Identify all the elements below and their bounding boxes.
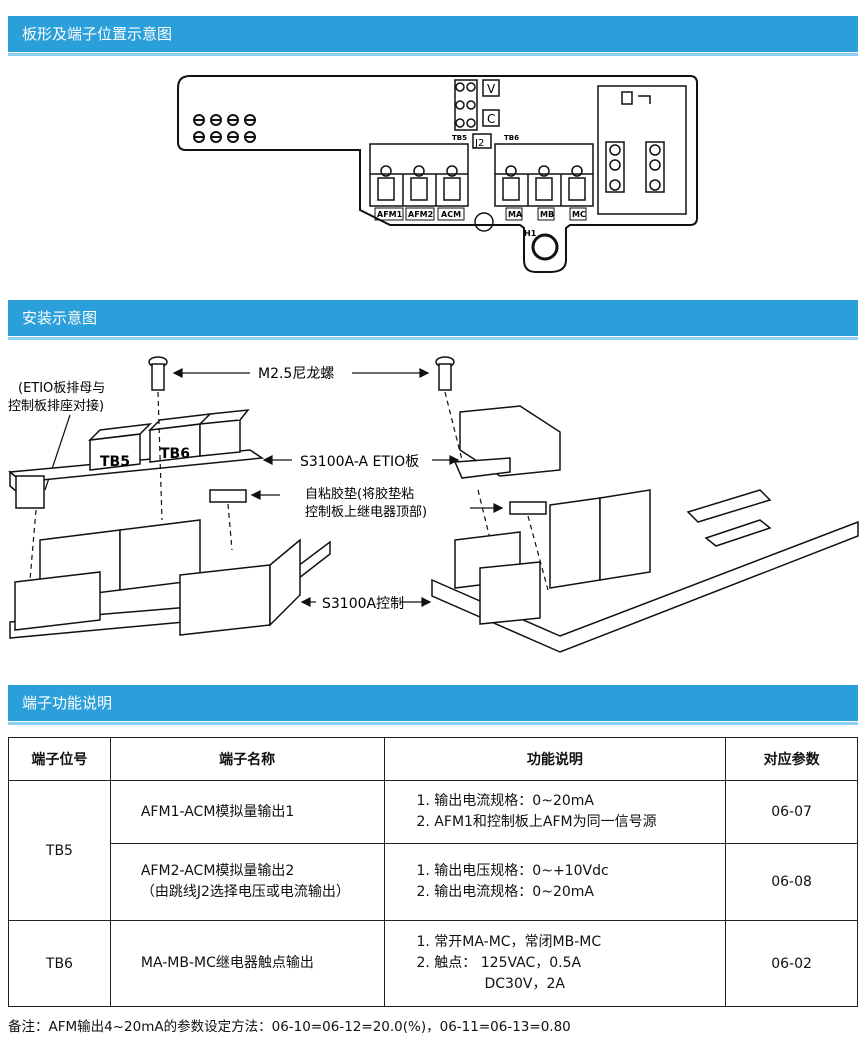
table-header-row: 端子位号 端子名称 功能说明 对应参数: [8, 737, 858, 781]
header-name: 端子名称: [109, 737, 385, 781]
cell-position: TB6: [8, 920, 111, 1007]
cell-name: MA-MB-MC继电器触点输出: [109, 920, 385, 1007]
cell-name: AFM1-ACM模拟量输出1: [109, 780, 385, 844]
section-header-board: 板形及端子位置示意图: [8, 16, 858, 56]
etio-board-right: [453, 405, 561, 479]
name-line: （由跳线J2选择电压或电流输出）: [140, 884, 350, 900]
screw-right-icon: [435, 356, 455, 391]
cell-parameter: 06-08: [725, 843, 858, 921]
footnote: 备注：AFM输出4~20mA的参数设定方法：06-10=06-12=20.0(%…: [8, 1019, 571, 1035]
terminal-afm1: AFM1: [377, 210, 403, 219]
function-line: 2. 输出电流规格：0~20mA: [416, 884, 594, 900]
function-line: 2. 触点： 125VAC，0.5A: [416, 955, 582, 971]
section-header-install: 安装示意图: [8, 300, 858, 340]
terminal-mb: MB: [540, 210, 554, 219]
cell-function: 1. 输出电流规格：0~20mA 2. AFM1和控制板上AFM为同一信号源: [383, 780, 727, 844]
pad-label-2: 控制板上继电器顶部): [305, 505, 427, 520]
table-row: AFM2-ACM模拟量输出2 （由跳线J2选择电压或电流输出） 1. 输出电压规…: [9, 843, 858, 921]
header-parameter: 对应参数: [725, 737, 858, 781]
control-board-right: [431, 489, 859, 653]
relay-component: [597, 85, 687, 215]
tb5-terminal-block: [369, 143, 469, 207]
cell-position: TB5: [8, 780, 111, 921]
tb6-terminal-block: [494, 143, 594, 207]
terminal-spec-table: 端子位号 端子名称 功能说明 对应参数 TB5 AFM1-ACM模拟量输出1 1…: [8, 737, 858, 1007]
tb6-label: TB6: [504, 134, 519, 142]
control-board-left: [9, 519, 331, 639]
h1-label: H1: [524, 229, 537, 238]
jumper-v-label: V: [487, 82, 496, 96]
pin-header: [193, 114, 256, 143]
screw-left-icon: [148, 356, 168, 391]
cell-function: 1. 常开MA-MC，常闭MB-MC 2. 触点： 125VAC，0.5A DC…: [383, 920, 727, 1007]
cell-parameter: 06-07: [725, 780, 858, 844]
pad-label-1: 自粘胶垫(将胶垫粘: [305, 486, 414, 502]
function-line: DC30V，2A: [484, 976, 565, 992]
connector-note-2: 控制板排座对接): [8, 398, 104, 414]
terminal-afm2: AFM2: [408, 210, 433, 219]
tb5-mark: TB5: [100, 454, 130, 470]
control-board-label: S3100A控制: [322, 596, 404, 612]
function-line: 1. 输出电流规格：0~20mA: [416, 793, 594, 809]
section-title: 安装示意图: [22, 309, 98, 327]
function-line: 1. 输出电压规格：0~+10Vdc: [416, 863, 609, 879]
jumper-c-label: C: [487, 112, 495, 126]
adhesive-pad-right: [509, 501, 547, 515]
j2-label: J2: [474, 138, 484, 149]
etio-board-left: [8, 409, 265, 509]
cell-parameter: 06-02: [725, 920, 858, 1007]
tb5-label: TB5: [452, 134, 467, 142]
section-title: 端子功能说明: [22, 694, 113, 712]
function-line: 1. 常开MA-MC，常闭MB-MC: [416, 934, 602, 950]
screw-label: M2.5尼龙螺: [258, 366, 334, 382]
terminal-acm: ACM: [441, 210, 461, 219]
header-function: 功能说明: [383, 737, 727, 781]
installation-diagram: M2.5尼龙螺 (ETIO板排母与 控制板排座对接) TB5 TB6 S3100…: [8, 356, 859, 653]
section-header-terminal: 端子功能说明: [8, 685, 858, 725]
header-position: 端子位号: [8, 737, 111, 781]
adhesive-pad-left: [209, 489, 247, 503]
board-layout-diagram: H1 V C TB5 J2 TB6 AFM1: [177, 75, 698, 273]
table-row: TB6 MA-MB-MC继电器触点输出 1. 常开MA-MC，常闭MB-MC 2…: [8, 920, 858, 1007]
etio-label: S3100A-A ETIO板: [300, 454, 419, 470]
jumper-j2: [454, 79, 500, 149]
table-row: TB5 AFM1-ACM模拟量输出1 1. 输出电流规格：0~20mA 2. A…: [8, 780, 858, 921]
terminal-ma: MA: [508, 210, 523, 219]
tb6-mark: TB6: [160, 446, 190, 462]
section-title: 板形及端子位置示意图: [22, 25, 173, 43]
cell-function: 1. 输出电压规格：0~+10Vdc 2. 输出电流规格：0~20mA: [383, 843, 727, 921]
function-line: 2. AFM1和控制板上AFM为同一信号源: [416, 814, 657, 830]
cell-name: AFM2-ACM模拟量输出2 （由跳线J2选择电压或电流输出）: [109, 843, 385, 921]
name-line: AFM2-ACM模拟量输出2: [140, 863, 295, 879]
terminal-mc: MC: [572, 210, 586, 219]
connector-note-1: (ETIO板排母与: [18, 381, 105, 396]
